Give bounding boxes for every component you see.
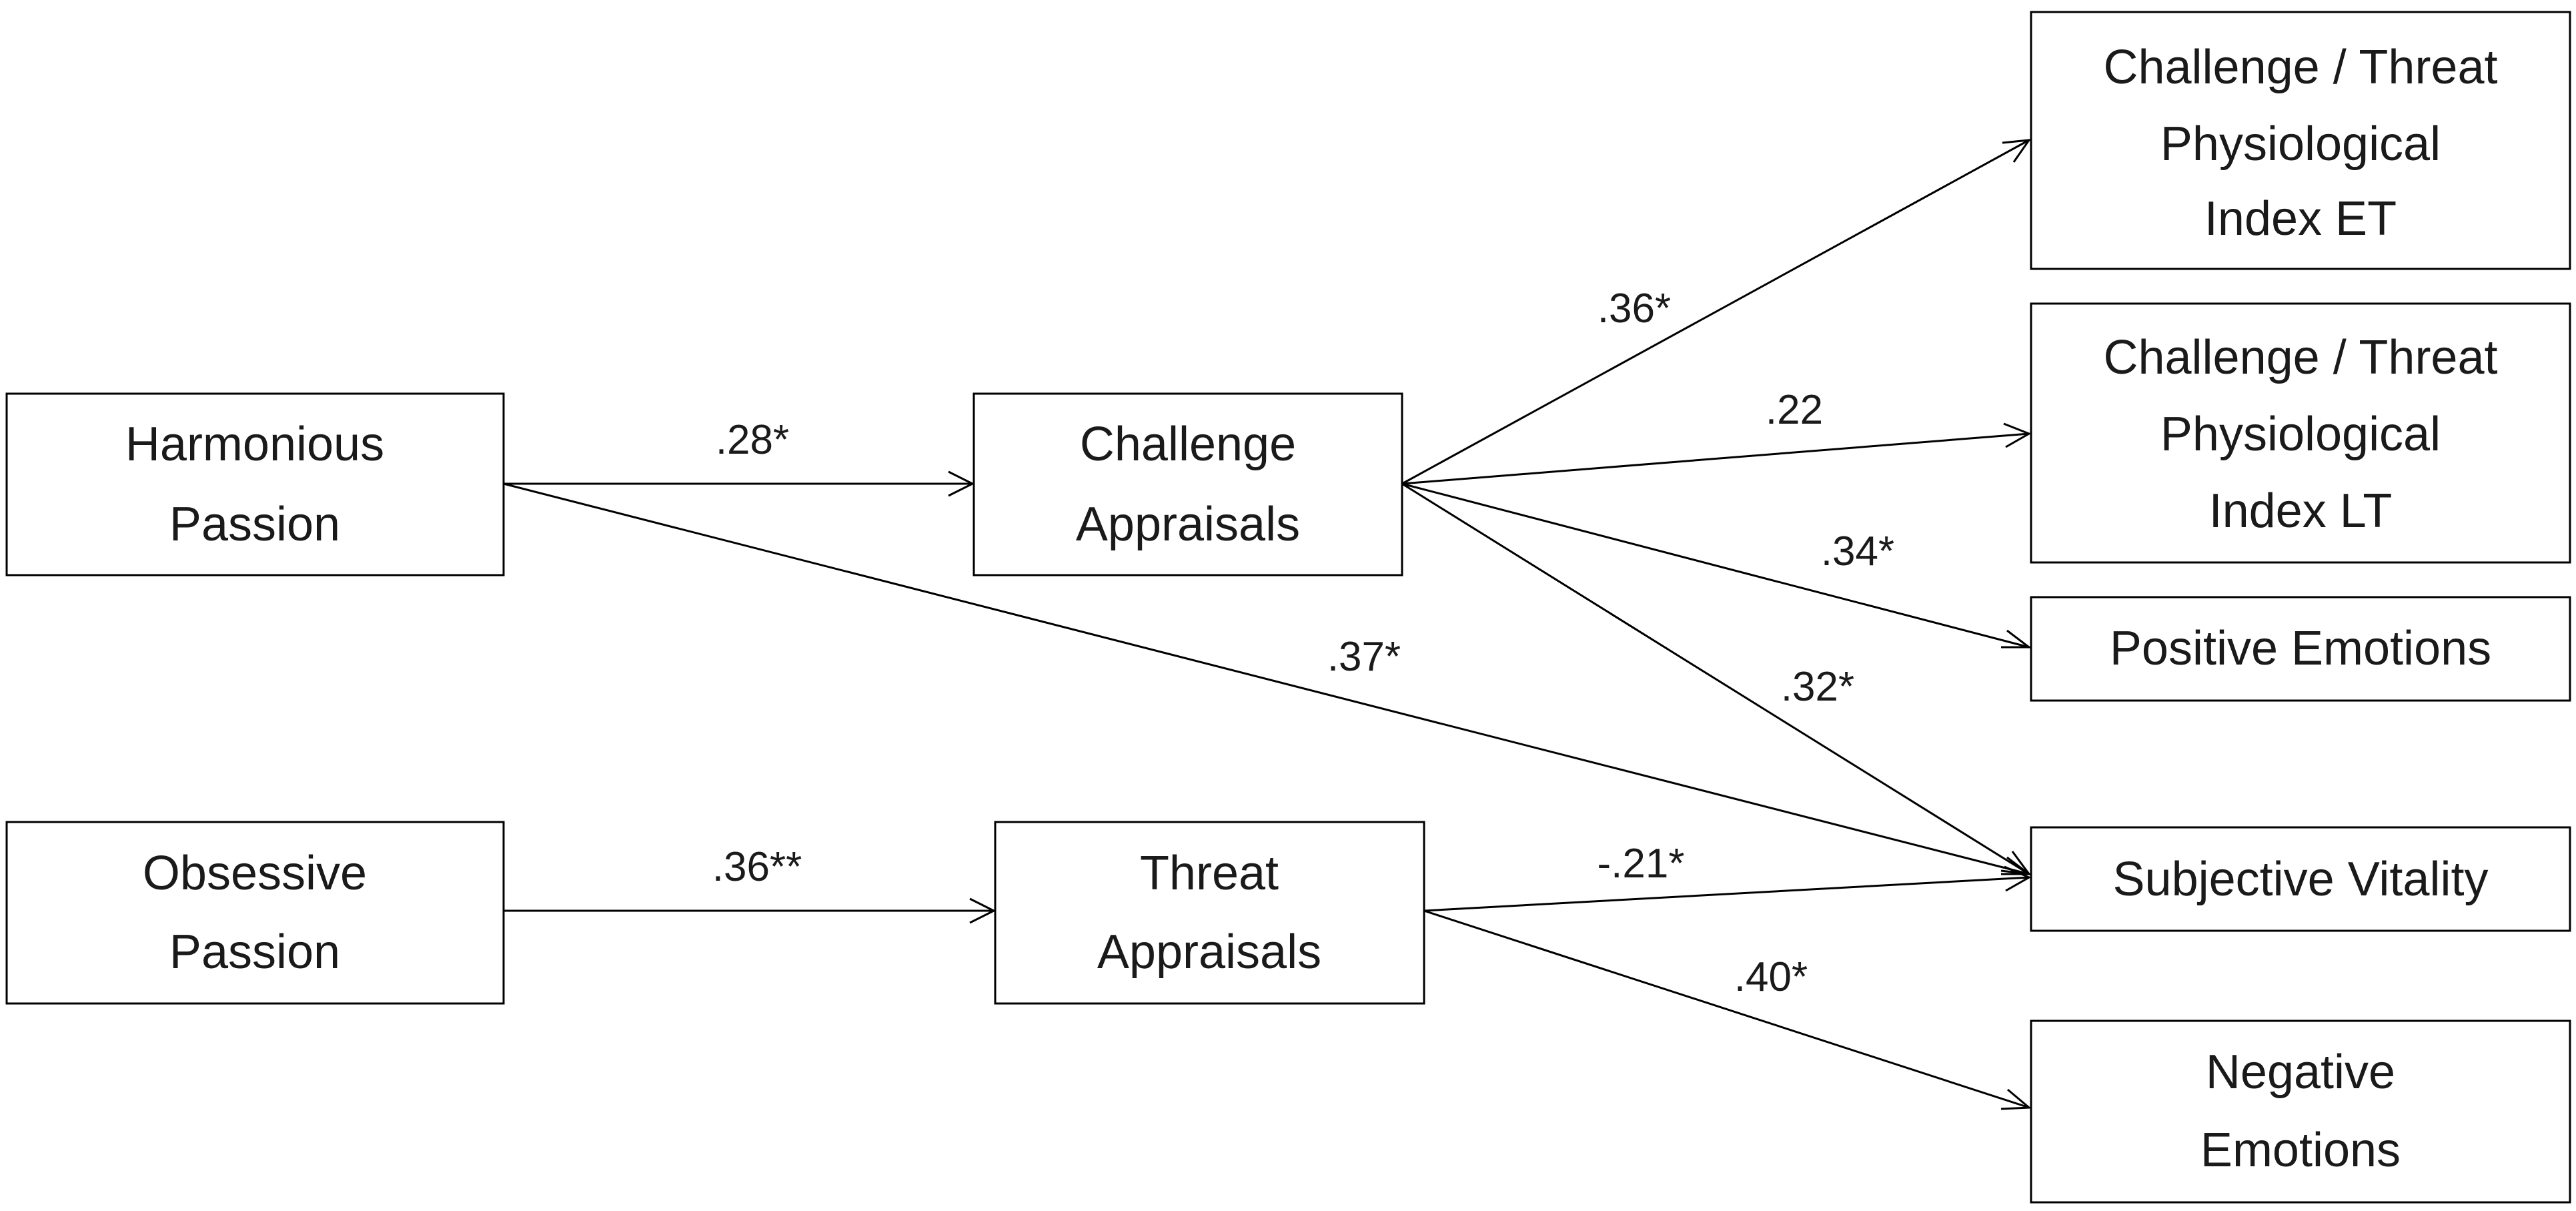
edge-challenge-to-phys-et <box>1401 139 2032 485</box>
svg-text:Threat: Threat <box>1140 847 1279 900</box>
svg-text:Negative: Negative <box>2206 1046 2395 1099</box>
coefficient-ca-lt: .22 <box>1766 387 1823 433</box>
node-subjective-vitality: Subjective Vitality <box>2030 826 2571 932</box>
node-positive-emotions: Positive Emotions <box>2030 596 2571 702</box>
edge-challenge-to-vitality <box>1401 482 2032 875</box>
node-challenge-appraisals: Challenge Appraisals <box>973 392 1403 576</box>
svg-text:Appraisals: Appraisals <box>1097 925 1321 979</box>
edge-threat-to-vitality <box>1423 865 2032 912</box>
svg-text:Passion: Passion <box>169 925 340 979</box>
node-negative-emotions: Negative Emotions <box>2030 1020 2571 1204</box>
svg-text:Positive Emotions: Positive Emotions <box>2110 622 2491 675</box>
svg-text:Passion: Passion <box>169 498 340 551</box>
node-obsessive-passion: Obsessive Passion <box>5 821 505 1005</box>
edge-obsessive-to-threat <box>504 897 997 924</box>
coefficient-hp-ca: .28* <box>716 417 789 463</box>
edge-harmonious-to-challenge <box>504 470 975 497</box>
coefficient-hp-sv: .37* <box>1327 634 1401 680</box>
node-physiological-index-lt: Challenge / Threat Physiological Index L… <box>2030 302 2571 564</box>
svg-text:Obsessive: Obsessive <box>143 847 367 900</box>
svg-text:Challenge / Threat: Challenge / Threat <box>2103 41 2497 94</box>
svg-text:Challenge / Threat: Challenge / Threat <box>2103 331 2497 384</box>
node-physiological-index-et: Challenge / Threat Physiological Index E… <box>2030 11 2571 270</box>
edge-challenge-to-positive <box>1401 482 2032 649</box>
svg-text:Physiological: Physiological <box>2160 117 2441 171</box>
svg-text:Challenge: Challenge <box>1080 418 1296 471</box>
coefficient-ta-sv: -.21* <box>1597 841 1685 887</box>
coefficient-op-ta: .36** <box>712 844 802 890</box>
coefficient-ca-sv: .32* <box>1781 664 1854 710</box>
svg-text:Appraisals: Appraisals <box>1076 498 1300 551</box>
svg-text:Emotions: Emotions <box>2200 1124 2401 1177</box>
svg-text:Harmonious: Harmonious <box>125 418 384 471</box>
svg-text:Physiological: Physiological <box>2160 408 2441 461</box>
coefficient-ca-et: .36* <box>1597 286 1671 332</box>
coefficient-ta-ne: .40* <box>1734 954 1808 1000</box>
node-threat-appraisals: Threat Appraisals <box>994 821 1425 1005</box>
svg-text:Subjective Vitality: Subjective Vitality <box>2113 853 2489 906</box>
coefficient-ca-pe: .34* <box>1821 528 1894 574</box>
edge-threat-to-negative <box>1423 909 2032 1110</box>
node-harmonious-passion: Harmonious Passion <box>5 392 505 576</box>
edge-challenge-to-phys-lt <box>1401 422 2032 485</box>
svg-text:Index LT: Index LT <box>2209 484 2393 538</box>
svg-text:Index ET: Index ET <box>2204 192 2397 246</box>
